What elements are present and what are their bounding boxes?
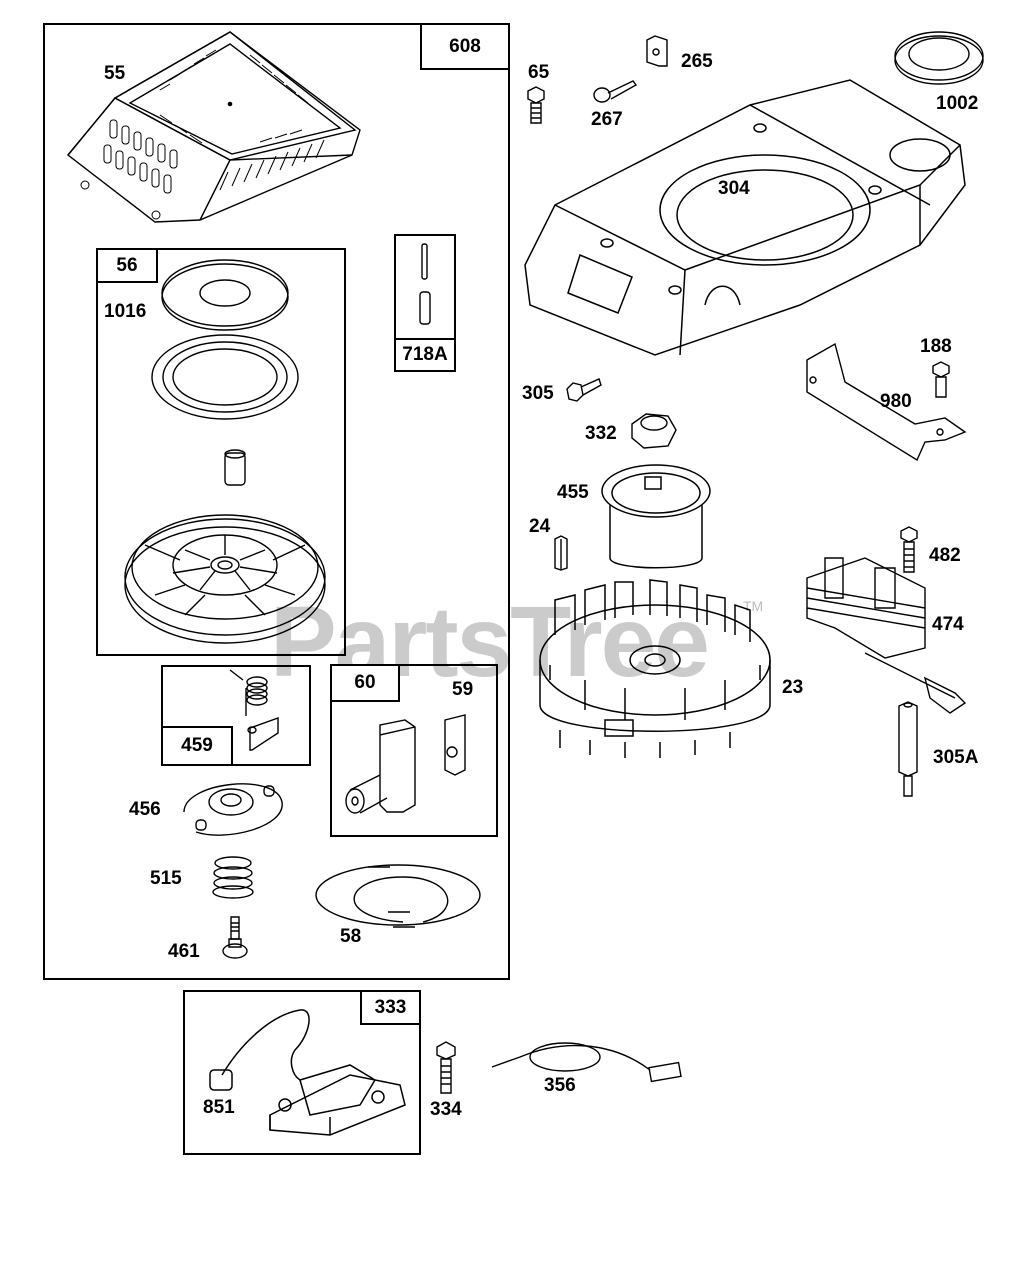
- part-23-label[interactable]: 23: [782, 677, 804, 698]
- part-332-label[interactable]: 332: [585, 423, 617, 444]
- screw-188-drawing[interactable]: [930, 360, 952, 400]
- starter-pulley-assembly-drawing[interactable]: [125, 255, 325, 645]
- kit-60-tag[interactable]: 60: [330, 664, 400, 702]
- kit-60-frame: [330, 664, 498, 837]
- part-58-label[interactable]: 58: [340, 926, 362, 947]
- ignition-module-drawing[interactable]: [805, 548, 985, 718]
- screw-334-drawing[interactable]: [434, 1040, 458, 1096]
- part-851-label[interactable]: 851: [203, 1097, 235, 1118]
- part-334-label[interactable]: 334: [430, 1099, 462, 1120]
- part-482-label[interactable]: 482: [929, 545, 961, 566]
- part-188-label[interactable]: 188: [920, 336, 952, 357]
- pawl-and-spring-drawing[interactable]: [228, 668, 303, 758]
- ratchet-drawing[interactable]: [176, 772, 288, 842]
- part-980-label[interactable]: 980: [880, 391, 912, 412]
- part-1016-label[interactable]: 1016: [104, 301, 147, 322]
- starter-cover-drawing[interactable]: [60, 30, 360, 225]
- part-267-label[interactable]: 267: [591, 109, 623, 130]
- part-65-label[interactable]: 65: [528, 62, 550, 83]
- ignition-armature-drawing[interactable]: [200, 1005, 410, 1145]
- starter-rope-drawing[interactable]: [313, 862, 485, 937]
- screw-461-drawing[interactable]: [222, 915, 248, 963]
- pin-set-drawing[interactable]: [415, 242, 435, 332]
- part-55-label[interactable]: 55: [104, 63, 126, 84]
- kit-56-tag[interactable]: 56: [96, 248, 158, 283]
- part-24-label[interactable]: 24: [529, 516, 551, 537]
- nut-332-drawing[interactable]: [628, 410, 678, 452]
- kit-608-frame: [43, 23, 510, 980]
- part-305-label[interactable]: 305: [522, 383, 554, 404]
- flywheel-key-drawing[interactable]: [553, 535, 569, 571]
- ground-wire-drawing[interactable]: [490, 1035, 688, 1085]
- kit-718a-tag[interactable]: 718A: [394, 338, 456, 372]
- spacer-305a-drawing[interactable]: [897, 700, 919, 798]
- part-265-label[interactable]: 265: [681, 51, 713, 72]
- kit-333-tag[interactable]: 333: [360, 990, 421, 1025]
- spring-drawing[interactable]: [212, 855, 254, 900]
- part-305a-label[interactable]: 305A: [933, 747, 979, 768]
- kit-459-frame: [161, 665, 311, 766]
- screw-305-drawing[interactable]: [565, 375, 603, 405]
- flywheel-drawing[interactable]: [535, 580, 775, 760]
- part-461-label[interactable]: 461: [168, 941, 200, 962]
- part-455-label[interactable]: 455: [557, 482, 589, 503]
- screw-482-drawing[interactable]: [898, 525, 920, 575]
- kit-333-frame: [183, 990, 421, 1155]
- starter-cup-drawing[interactable]: [600, 463, 712, 571]
- part-456-label[interactable]: 456: [129, 799, 161, 820]
- part-356-label[interactable]: 356: [544, 1075, 576, 1096]
- kit-56-frame: [96, 248, 346, 656]
- screw-267-drawing[interactable]: [593, 75, 638, 105]
- part-515-label[interactable]: 515: [150, 868, 182, 889]
- kit-459-tag[interactable]: 459: [161, 726, 233, 766]
- part-474-label[interactable]: 474: [932, 614, 964, 635]
- starter-handle-drawing[interactable]: [345, 715, 485, 820]
- part-59-label[interactable]: 59: [452, 679, 474, 700]
- clip-265-drawing[interactable]: [645, 36, 677, 68]
- part-1002-label[interactable]: 1002: [936, 93, 979, 114]
- screw-65-drawing[interactable]: [524, 85, 548, 125]
- bracket-980-drawing[interactable]: [805, 342, 970, 464]
- blower-housing-drawing[interactable]: [520, 65, 980, 365]
- kit-608-tag[interactable]: 608: [420, 23, 510, 70]
- grommet-drawing[interactable]: [893, 30, 985, 86]
- part-304-label[interactable]: 304: [718, 178, 750, 199]
